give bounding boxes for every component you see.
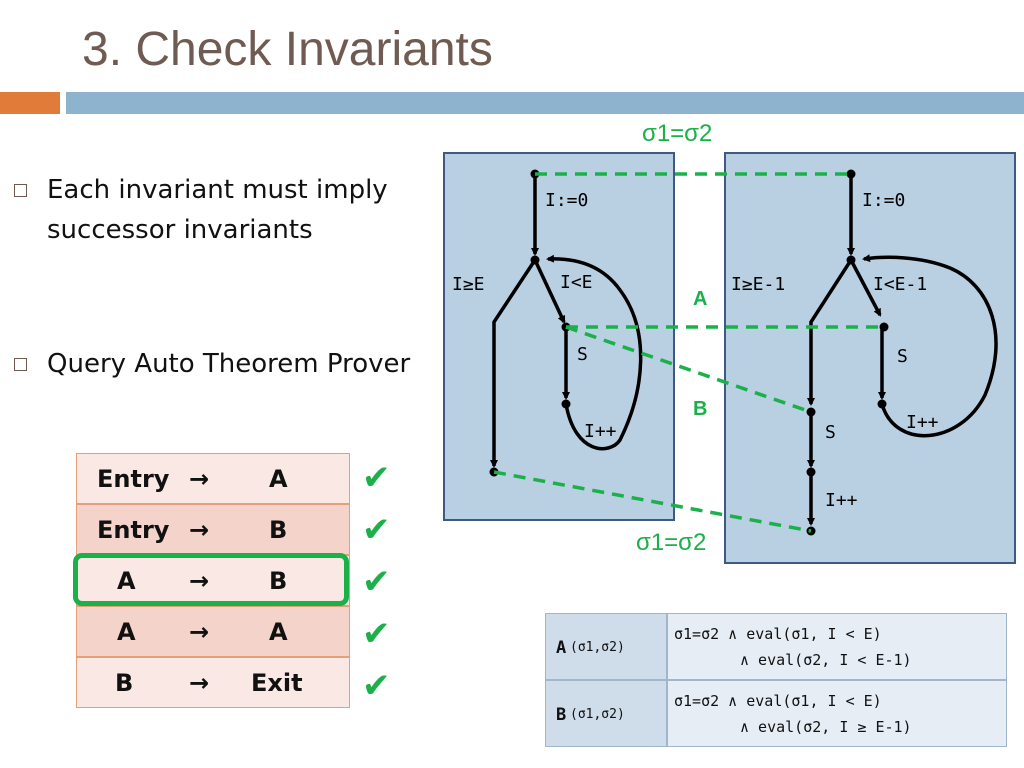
left-program-edges [490, 174, 643, 468]
row-to: A [269, 618, 288, 646]
row-from: B [115, 669, 134, 697]
checkmark-icon: ✔ [362, 511, 391, 549]
right-incr-loop-label: I++ [906, 412, 939, 433]
bullet-text-line1: Query Auto Theorem Prover [47, 349, 411, 379]
title-rule-bar [66, 92, 1024, 114]
bullet-text-line2: successor invariants [47, 215, 313, 245]
checkmark-icon: ✔ [362, 615, 391, 653]
invariant-a-label: A [693, 288, 707, 310]
formula-row-a-head: A(σ1,σ2) [545, 613, 667, 680]
arrow-right-icon: → [189, 465, 210, 493]
row-from: A [117, 618, 136, 646]
bullet-square-icon [14, 358, 27, 371]
checkmark-icon: ✔ [362, 563, 391, 601]
correspondence-lines [493, 172, 884, 533]
right-stmt-tail-label: S [825, 422, 836, 443]
formula-row-b-body: σ1=σ2 ∧ eval(σ1, I < E) ∧ eval(σ2, I ≥ E… [667, 680, 1007, 747]
check-row-a-b: A → B [76, 555, 350, 606]
formula-row-a-label: A [556, 638, 567, 658]
left-stmt-label: S [577, 344, 588, 365]
left-incr-label: I++ [584, 421, 617, 442]
row-to: A [269, 465, 288, 493]
right-exit-cond-label: I≥E-1 [731, 274, 785, 295]
formula-row-b-params: (σ1,σ2) [570, 707, 625, 722]
right-init-label: I:=0 [862, 190, 905, 211]
check-row-a-a: A → A [76, 606, 350, 657]
invariant-formula-table: A(σ1,σ2) σ1=σ2 ∧ eval(σ1, I < E) ∧ eval(… [545, 613, 1007, 747]
checkmark-icon: ✔ [362, 667, 391, 705]
row-from: Entry [97, 516, 170, 544]
arrow-right-icon: → [189, 567, 210, 595]
arrow-right-icon: → [189, 669, 210, 697]
right-program-box [724, 152, 1016, 564]
formula-row-b-line2: ∧ eval(σ2, I ≥ E-1) [740, 718, 912, 736]
right-program-edges [807, 174, 998, 526]
formula-row-b-line1: σ1=σ2 ∧ eval(σ1, I < E) [674, 692, 882, 710]
sigma-equality-bottom: σ1=σ2 [636, 529, 706, 556]
row-to: Exit [251, 669, 303, 697]
left-program-box [443, 152, 675, 521]
title-accent-bar [0, 92, 60, 114]
right-program-nodes [806, 169, 889, 536]
sigma-equality-top: σ1=σ2 [642, 120, 712, 147]
formula-row-a-line2: ∧ eval(σ2, I < E-1) [740, 651, 912, 669]
formula-row-b-label: B [556, 705, 567, 725]
right-stmt-loop-label: S [897, 346, 908, 367]
right-loop-cond-label: I<E-1 [873, 274, 927, 295]
page-title: 3. Check Invariants [82, 23, 493, 76]
formula-row-a-params: (σ1,σ2) [570, 640, 625, 655]
highlighted-row-outline [73, 553, 349, 606]
bullet-square-icon [14, 184, 27, 197]
formula-row-b-head: B(σ1,σ2) [545, 680, 667, 747]
arrow-right-icon: → [189, 516, 210, 544]
row-from: Entry [97, 465, 170, 493]
check-row-entry-a: Entry → A [76, 453, 350, 504]
row-from: A [117, 567, 136, 595]
bullet-text-line1: Each invariant must imply [47, 175, 388, 205]
row-to: B [269, 567, 288, 595]
right-incr-tail-label: I++ [825, 490, 858, 511]
arrow-right-icon: → [189, 618, 210, 646]
formula-row-a-body: σ1=σ2 ∧ eval(σ1, I < E) ∧ eval(σ2, I < E… [667, 613, 1007, 680]
left-init-label: I:=0 [545, 190, 588, 211]
left-exit-cond-label: I≥E [452, 274, 485, 295]
invariant-b-label: B [693, 398, 707, 420]
left-loop-cond-label: I<E [560, 272, 593, 293]
checkmark-icon: ✔ [362, 459, 391, 497]
row-to: B [269, 516, 288, 544]
check-row-entry-b: Entry → B [76, 504, 350, 555]
check-row-b-exit: B → Exit [76, 657, 350, 708]
formula-row-a-line1: σ1=σ2 ∧ eval(σ1, I < E) [674, 625, 882, 643]
